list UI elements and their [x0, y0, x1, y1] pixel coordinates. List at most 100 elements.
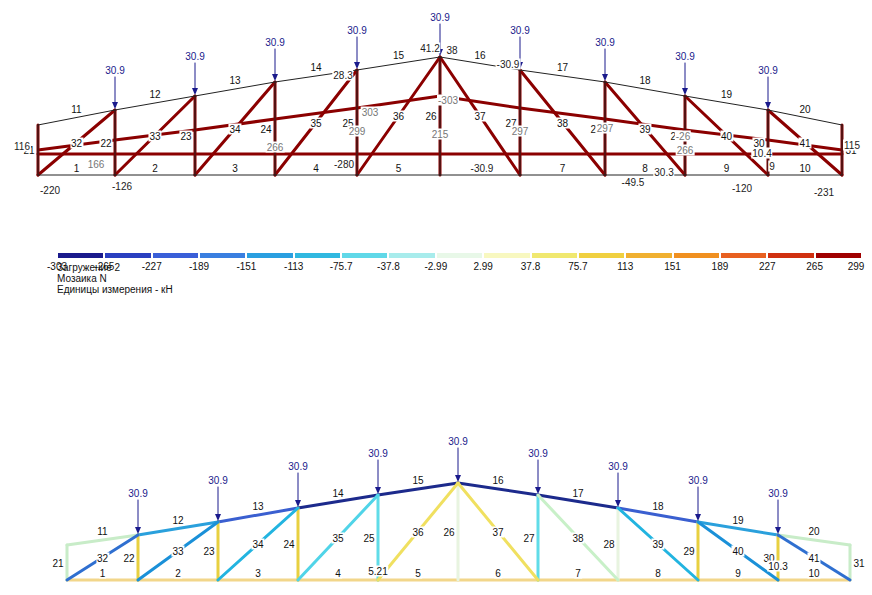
- member-number: 26: [424, 111, 437, 122]
- force-band: [195, 82, 275, 175]
- force-value: 299: [348, 126, 367, 137]
- legend-value: -113: [283, 261, 304, 272]
- member-number: 37: [473, 111, 486, 122]
- member-number: 18: [651, 501, 664, 512]
- member-number: 8: [641, 163, 649, 174]
- bottom-chord: [538, 579, 618, 582]
- truss-diagonal: [538, 495, 618, 580]
- member-number: 7: [559, 163, 567, 174]
- load-value: 30.9: [757, 65, 778, 76]
- load-arrow: [778, 500, 779, 529]
- legend-value: -227: [141, 261, 163, 272]
- truss-vertical: [195, 96, 196, 175]
- truss-vertical: [66, 545, 69, 580]
- force-band: [768, 110, 842, 175]
- member-number: 12: [171, 514, 184, 525]
- force-value: -120: [731, 183, 753, 194]
- member-number: 17: [556, 62, 569, 73]
- member-number: 20: [807, 526, 820, 537]
- force-value: -231: [813, 187, 835, 198]
- member-number: 23: [202, 546, 215, 557]
- legend-value: -151: [235, 261, 257, 272]
- load-value: 30.9: [509, 25, 530, 36]
- load-value: 30.9: [127, 488, 148, 499]
- load-value: 30.9: [346, 25, 367, 36]
- truss-vertical: [440, 57, 441, 175]
- bottom-chord: [520, 175, 605, 176]
- member-number: 9: [723, 163, 731, 174]
- legend-value: 189: [711, 261, 730, 272]
- truss-diagonal: [778, 535, 850, 580]
- bottom-chord: [138, 579, 218, 582]
- load-value: 30.9: [264, 37, 285, 48]
- force-value: 30.3: [653, 167, 674, 178]
- bottom-chord: [67, 579, 138, 582]
- member-number: 41: [798, 137, 811, 148]
- truss-vertical: [115, 110, 116, 175]
- load-arrowhead: [695, 514, 701, 521]
- truss-vertical: [777, 535, 780, 580]
- force-band: [439, 57, 442, 175]
- bottom-chord: [275, 175, 357, 176]
- bottom-chord: [357, 175, 440, 176]
- legend-swatch: [578, 252, 625, 259]
- load-arrowhead: [112, 102, 118, 109]
- load-value: 30.9: [184, 51, 205, 62]
- member-number: 24: [282, 539, 295, 550]
- force-band: [274, 82, 277, 175]
- force-value: -280: [333, 159, 355, 170]
- load-arrow: [195, 63, 196, 90]
- force-value: 215: [431, 129, 450, 140]
- load-value: 30.9: [447, 436, 468, 447]
- legend-value: 299: [847, 261, 866, 272]
- member-number: 30: [752, 137, 765, 148]
- legend-swatch: [246, 252, 293, 259]
- load-value: 30.9: [674, 51, 695, 62]
- load-arrowhead: [375, 487, 381, 494]
- legend-value: 37.8: [520, 261, 541, 272]
- member-number: 35: [309, 117, 322, 128]
- load-arrow: [618, 473, 619, 502]
- member-number: 15: [392, 49, 405, 60]
- force-value: 41.2: [419, 43, 440, 54]
- truss-vertical: [457, 483, 460, 580]
- member-number: 16: [473, 49, 486, 60]
- member-number: 3: [231, 163, 239, 174]
- member-number: 15: [411, 475, 424, 486]
- member-number: 13: [228, 75, 241, 86]
- bottom-chord: [440, 175, 520, 176]
- load-value: 30.9: [607, 461, 628, 472]
- bottom-chord: [38, 175, 115, 176]
- member-number: 38: [571, 532, 584, 543]
- member-number: 18: [638, 75, 651, 86]
- force-value: 266: [266, 142, 285, 153]
- legend-value: 227: [758, 261, 777, 272]
- force-value: 297: [596, 123, 615, 134]
- member-number: 37: [491, 526, 504, 537]
- force-band: [605, 82, 685, 175]
- legend-value: -2.99: [423, 261, 448, 272]
- member-number: 27: [522, 532, 535, 543]
- bottom-chord: [778, 579, 850, 582]
- load-arrowhead: [135, 527, 141, 534]
- force-value: 5.21: [367, 566, 388, 577]
- member-number: 35: [331, 532, 344, 543]
- member-number: 36: [411, 526, 424, 537]
- member-number: 28: [602, 539, 615, 550]
- force-value: -30.9: [470, 163, 495, 174]
- member-number: 3: [254, 568, 262, 579]
- legend-swatch: [294, 252, 341, 259]
- legend-value: 2.99: [472, 261, 493, 272]
- load-arrowhead: [615, 500, 621, 507]
- load-value: 30.9: [367, 448, 388, 459]
- load-value: 30.9: [594, 37, 615, 48]
- legend-swatch: [436, 252, 483, 259]
- bottom-chord: [115, 175, 195, 176]
- truss-vertical: [617, 508, 620, 580]
- member-number: 5: [395, 163, 403, 174]
- legend-swatch: [767, 252, 814, 259]
- load-arrowhead: [354, 62, 360, 69]
- member-number: 2: [174, 568, 182, 579]
- member-number: 4: [312, 163, 320, 174]
- load-arrow: [378, 460, 379, 489]
